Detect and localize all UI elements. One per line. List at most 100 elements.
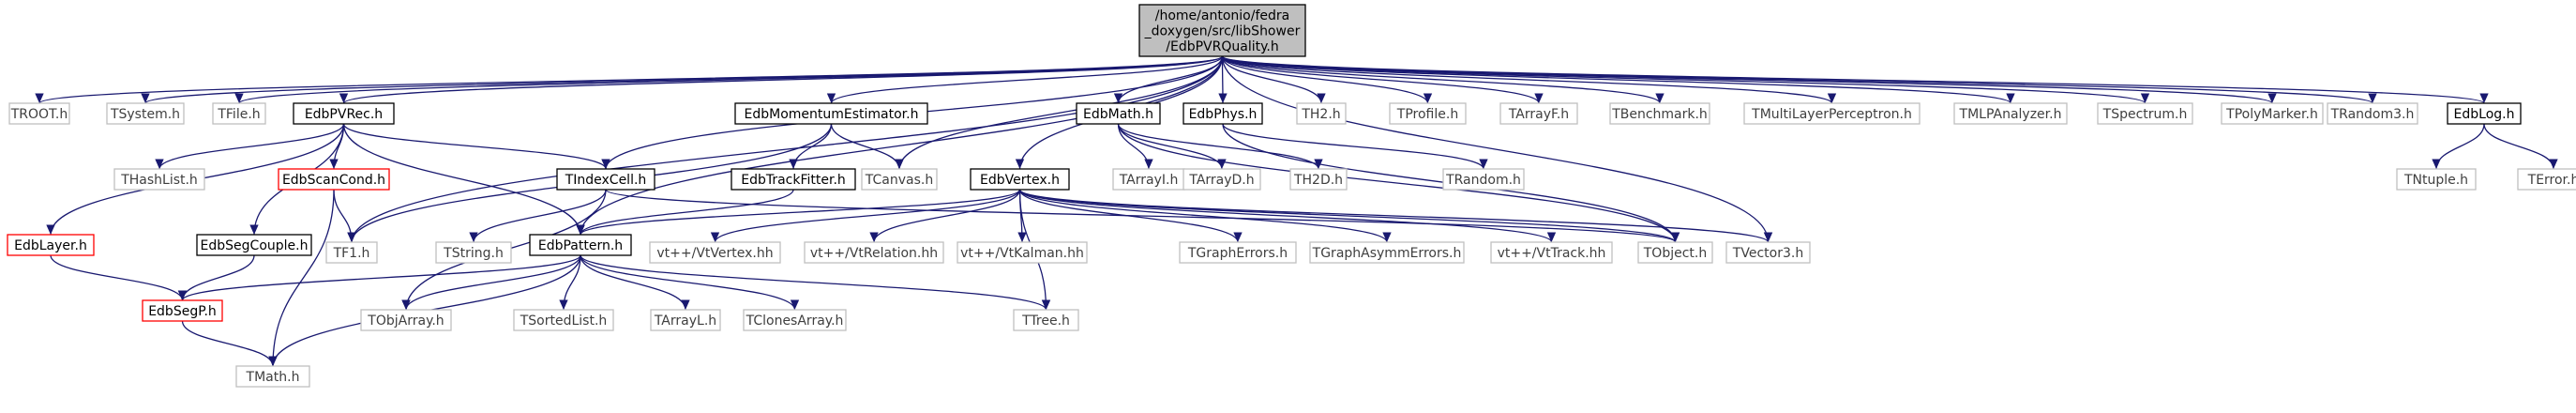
- node-label: TPolyMarker.h: [2225, 107, 2318, 122]
- node-box: [2517, 168, 2576, 191]
- node-tgrapherrors: TGraphErrors.h: [1179, 241, 1297, 264]
- node-root[interactable]: /home/antonio/fedra_doxygen/src/libShowe…: [1138, 4, 1306, 57]
- node-vtvertex: vt++/VtVertex.hh: [649, 241, 781, 264]
- node-box: [278, 168, 390, 191]
- node-label: THashList.h: [120, 173, 198, 188]
- node-tarrayf: TArrayF.h: [1499, 102, 1578, 125]
- edge-edbvertex-to-vttrack: [1018, 189, 1556, 243]
- node-label: TObjArray.h: [367, 314, 444, 329]
- edge-edbscancond-to-tmath: [268, 189, 335, 367]
- edge-edbvertex-to-edbpattern: [576, 189, 1021, 236]
- node-vtrelation: vt++/VtRelation.hh: [804, 241, 944, 264]
- node-edbsegcouple[interactable]: EdbSegCouple.h: [196, 234, 312, 256]
- node-label: EdbPhys.h: [1189, 107, 1258, 122]
- node-tsortedlist: TSortedList.h: [513, 309, 614, 331]
- node-label: TArrayF.h: [1508, 107, 1569, 122]
- edge-edbpattern-to-tarrayl: [580, 254, 690, 311]
- node-vttrack: vt++/VtTrack.hh: [1490, 241, 1613, 264]
- node-tindexcell[interactable]: TIndexCell.h: [556, 168, 655, 191]
- node-box: [212, 102, 266, 125]
- edge-edbpattern-to-tobjarray: [401, 254, 581, 311]
- edge-edbpattern-to-edbsegp: [178, 254, 581, 301]
- node-label: TMLPAnalyzer.h: [1959, 107, 2062, 122]
- node-label: /EdbPVRQuality.h: [1166, 39, 1278, 54]
- edge-edbvertex-to-tobject: [1018, 189, 1680, 243]
- node-box: [8, 102, 70, 125]
- node-box: [7, 234, 95, 256]
- node-label: vt++/VtKalman.hh: [960, 246, 1084, 261]
- node-label: EdbPVRec.h: [305, 107, 383, 122]
- edge-edbpvrec-to-edbpattern: [342, 123, 585, 236]
- node-edbmath[interactable]: EdbMath.h: [1076, 102, 1161, 125]
- node-box: [1013, 309, 1079, 331]
- edge-root-to-tf1: [347, 55, 1224, 243]
- node-edbphys[interactable]: EdbPhys.h: [1183, 102, 1263, 125]
- nodes-layer: /home/antonio/fedra_doxygen/src/libShowe…: [7, 4, 2576, 388]
- node-label: EdbTrackFitter.h: [741, 173, 846, 188]
- node-box: [1743, 102, 1921, 125]
- node-tmath: TMath.h: [235, 365, 310, 388]
- edge-edbmomentum-to-tcanvas: [830, 123, 904, 170]
- node-label: TSortedList.h: [520, 314, 608, 329]
- node-label: TH2.h: [1301, 107, 1340, 122]
- node-edblayer[interactable]: EdbLayer.h: [7, 234, 95, 256]
- node-edbpvrec[interactable]: EdbPVRec.h: [293, 102, 395, 125]
- node-box: [1499, 102, 1578, 125]
- node-box: [2097, 102, 2193, 125]
- edge-root-to-edblog: [1221, 55, 2489, 104]
- node-tmultilayer: TMultiLayerPerceptron.h: [1743, 102, 1921, 125]
- node-edbmomentum[interactable]: EdbMomentumEstimator.h: [734, 102, 928, 125]
- node-label: EdbSegCouple.h: [201, 238, 309, 253]
- node-label: TSpectrum.h: [2102, 107, 2188, 122]
- node-ttree: TTree.h: [1013, 309, 1079, 331]
- edge-root-to-th2: [1221, 55, 1326, 104]
- node-label: EdbVertex.h: [980, 173, 1060, 188]
- node-label: TVector3.h: [1732, 246, 1803, 261]
- node-edbscancond[interactable]: EdbScanCond.h: [278, 168, 390, 191]
- edge-tindexcell-to-tstring: [469, 189, 607, 243]
- node-tsystem: TSystem.h: [106, 102, 185, 125]
- edge-edbvertex-to-tvector3: [1018, 189, 1772, 243]
- node-label: TROOT.h: [10, 107, 68, 122]
- node-tvector3: TVector3.h: [1725, 241, 1811, 264]
- edge-edbscancond-to-tf1: [333, 189, 356, 243]
- edge-edblog-to-tntuple: [2432, 123, 2485, 170]
- node-label: EdbScanCond.h: [282, 173, 385, 188]
- node-box: [360, 309, 452, 331]
- node-label: TMultiLayerPerceptron.h: [1751, 107, 1912, 122]
- node-tstring: TString.h: [435, 241, 512, 264]
- node-edbtrackfitter[interactable]: EdbTrackFitter.h: [731, 168, 856, 191]
- node-box: [650, 309, 721, 331]
- node-edbsegp[interactable]: EdbSegP.h: [142, 299, 223, 322]
- node-label: vt++/VtTrack.hh: [1498, 246, 1606, 261]
- edge-root-to-tvector3: [1221, 55, 1773, 243]
- node-edblog[interactable]: EdbLog.h: [2447, 102, 2522, 125]
- node-box: [556, 168, 655, 191]
- edge-edbpvrec-to-tindexcell: [342, 123, 610, 170]
- node-vtkalman: vt++/VtKalman.hh: [957, 241, 1088, 264]
- node-label: _doxygen/src/libShower: [1144, 24, 1301, 39]
- edge-root-to-edbphys: [1218, 55, 1228, 104]
- node-tobjarray: TObjArray.h: [360, 309, 452, 331]
- node-label: TIndexCell.h: [565, 173, 647, 188]
- node-edbvertex[interactable]: EdbVertex.h: [970, 168, 1070, 191]
- node-edbpattern[interactable]: EdbPattern.h: [529, 234, 632, 256]
- node-th2: TH2.h: [1296, 102, 1347, 125]
- edge-edbtrackfitter-to-edbpattern: [576, 189, 794, 236]
- edge-edblayer-to-edbsegp: [50, 254, 188, 301]
- node-troot: TROOT.h: [8, 102, 70, 125]
- node-label: TString.h: [443, 246, 504, 261]
- node-label: TMath.h: [246, 370, 300, 385]
- node-box: [957, 241, 1088, 264]
- node-label: TGraphErrors.h: [1187, 246, 1288, 261]
- node-tbenchmark: TBenchmark.h: [1609, 102, 1710, 125]
- node-box: [861, 168, 938, 191]
- edge-edbphys-to-trandom: [1222, 123, 1488, 170]
- node-label: TArrayL.h: [654, 314, 716, 329]
- node-tpolymarker: TPolyMarker.h: [2221, 102, 2324, 125]
- node-label: TTree.h: [1021, 314, 1070, 329]
- node-label: TClonesArray.h: [746, 314, 844, 329]
- node-label: TError.h: [2527, 173, 2576, 188]
- node-tcanvas: TCanvas.h: [861, 168, 938, 191]
